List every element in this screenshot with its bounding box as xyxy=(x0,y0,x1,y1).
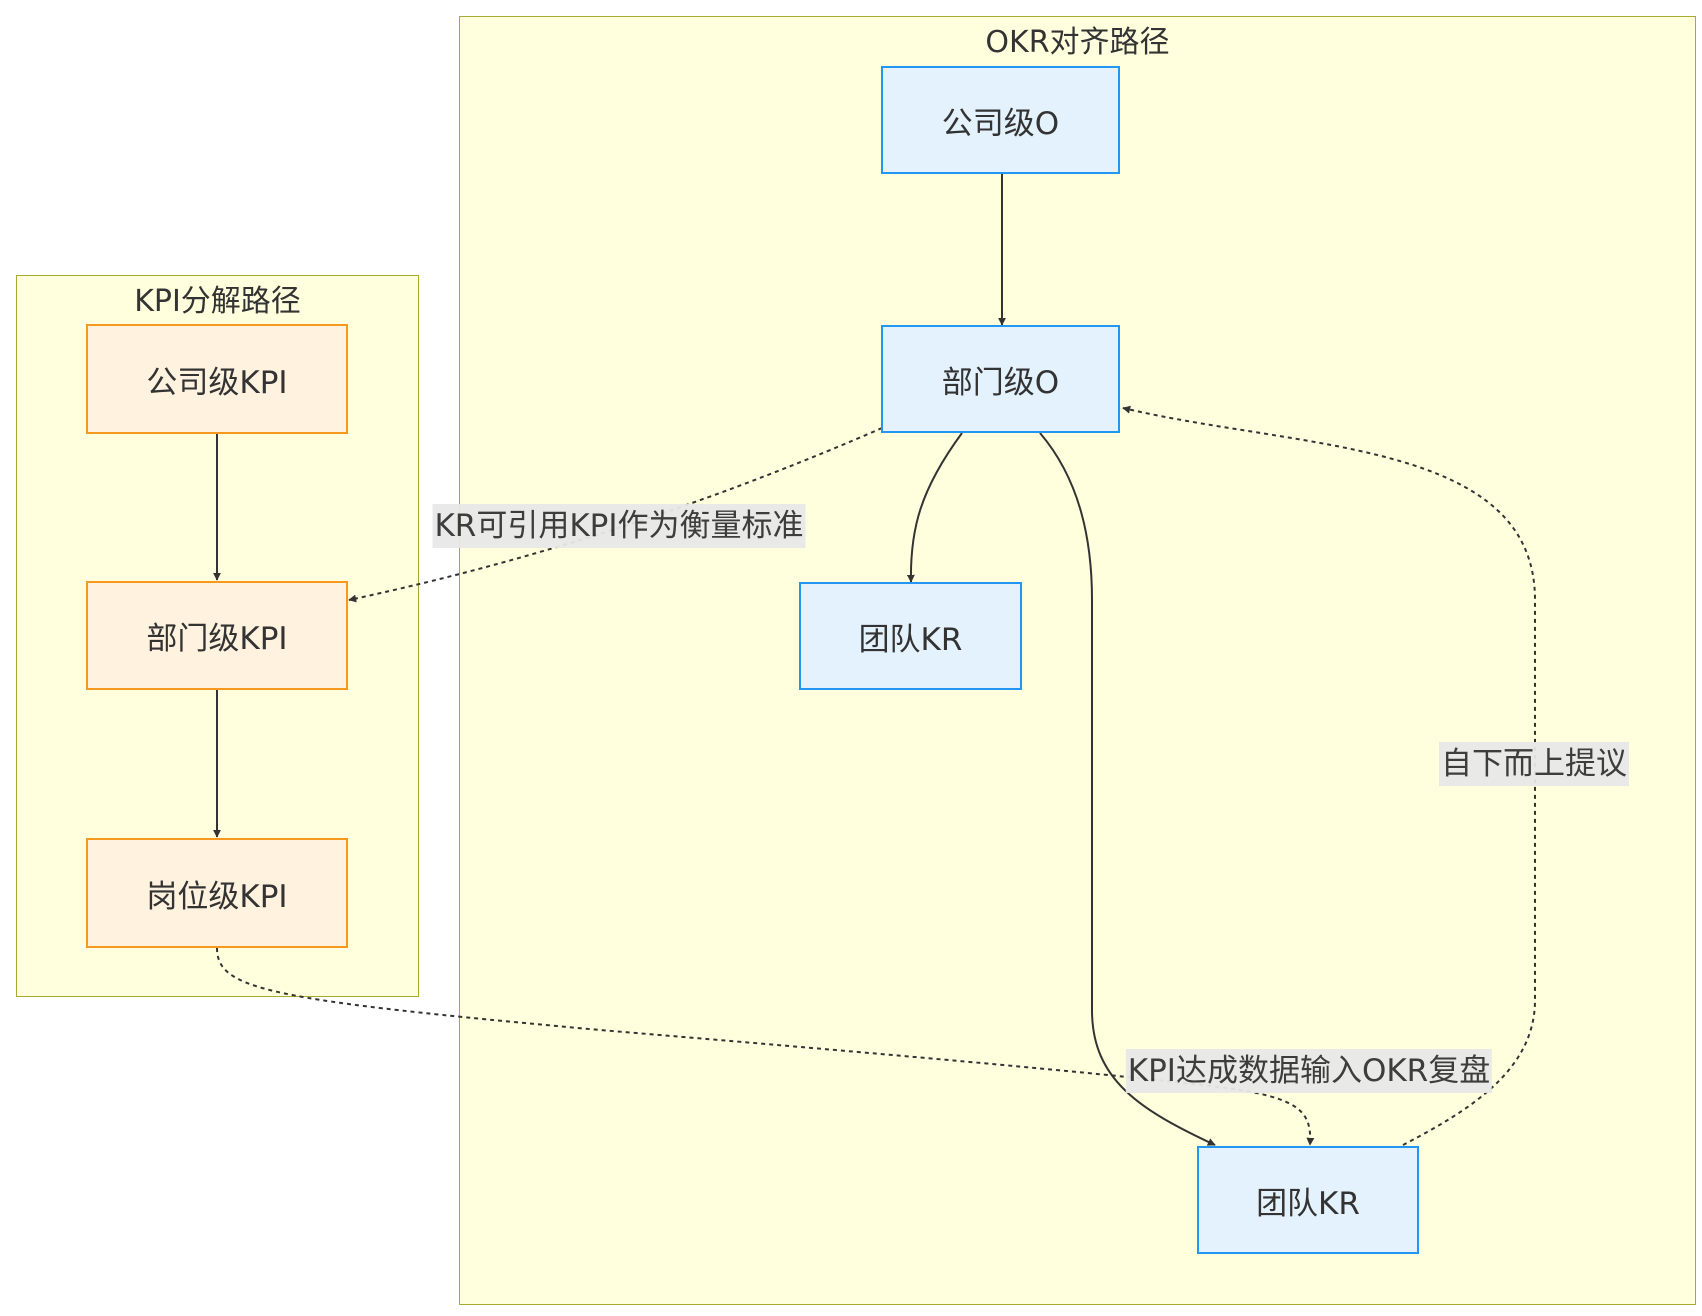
node-okr-team-kr-2[interactable]: 团队KR xyxy=(1197,1146,1419,1254)
node-kpi-department[interactable]: 部门级KPI xyxy=(86,581,348,690)
node-kpi-position[interactable]: 岗位级KPI xyxy=(86,838,348,948)
edge-okr-department-to-team-kr-2 xyxy=(1039,432,1216,1146)
okr-cluster-title: OKR对齐路径 xyxy=(985,25,1170,60)
node-kpi-company[interactable]: 公司级KPI xyxy=(86,324,348,434)
node-okr-team-kr-1[interactable]: 团队KR xyxy=(799,582,1022,690)
edge-okr-department-to-team-kr-1 xyxy=(906,432,963,583)
edge-team-kr-2-to-okr-department xyxy=(1122,405,1536,1146)
edge-label-bottom-up: 自下而上提议 xyxy=(1439,742,1629,786)
node-okr-department-o[interactable]: 部门级O xyxy=(881,325,1120,433)
kpi-cluster-title: KPI分解路径 xyxy=(134,284,301,319)
edge-label-kr-reference-kpi: KR可引用KPI作为衡量标准 xyxy=(432,504,806,548)
edge-label-kpi-data-to-okr: KPI达成数据输入OKR复盘 xyxy=(1125,1049,1493,1093)
edge-kpi-position-to-team-kr-2 xyxy=(216,947,1315,1146)
node-okr-company-o[interactable]: 公司级O xyxy=(881,66,1120,174)
